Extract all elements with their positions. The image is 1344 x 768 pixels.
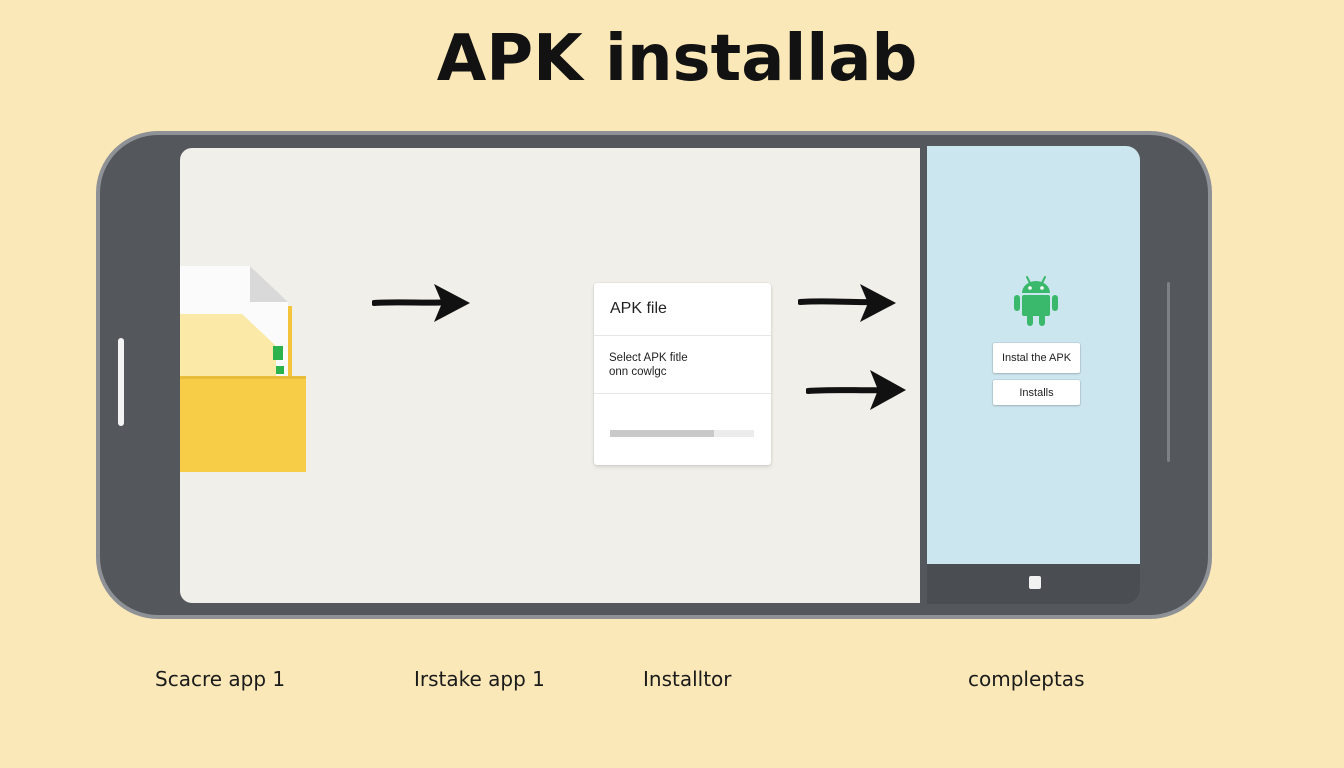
- divider: [594, 335, 771, 336]
- phone-screen-main: [180, 148, 920, 603]
- step-label-4: compleptas: [968, 667, 1085, 691]
- card-description: Select APK fitle onn cowlgc: [609, 352, 688, 378]
- step-label-2: Irstake app 1: [414, 667, 545, 691]
- card-title: APK file: [610, 300, 667, 317]
- phone-side-button-left: [118, 338, 124, 426]
- arrow-right-icon: [798, 284, 896, 322]
- apk-file-card[interactable]: APK file Select APK fitle onn cowlgc: [594, 283, 771, 465]
- arrow-right-icon: [372, 284, 470, 322]
- installs-button[interactable]: Installs: [993, 380, 1080, 405]
- divider: [594, 393, 771, 394]
- android-icon: [1014, 276, 1058, 326]
- progress-fill: [610, 430, 714, 437]
- arrow-right-icon: [806, 370, 906, 410]
- step-label-1: Scacre app 1: [155, 667, 286, 691]
- page-title: APK installab: [436, 22, 918, 96]
- install-apk-button[interactable]: Instal the APK: [993, 343, 1080, 373]
- step-label-3: Installtor: [643, 667, 732, 691]
- progress-bar: [610, 430, 754, 437]
- folder-icon[interactable]: [180, 266, 310, 478]
- home-key-icon[interactable]: [1029, 576, 1041, 589]
- phone-side-button-right: [1167, 282, 1170, 462]
